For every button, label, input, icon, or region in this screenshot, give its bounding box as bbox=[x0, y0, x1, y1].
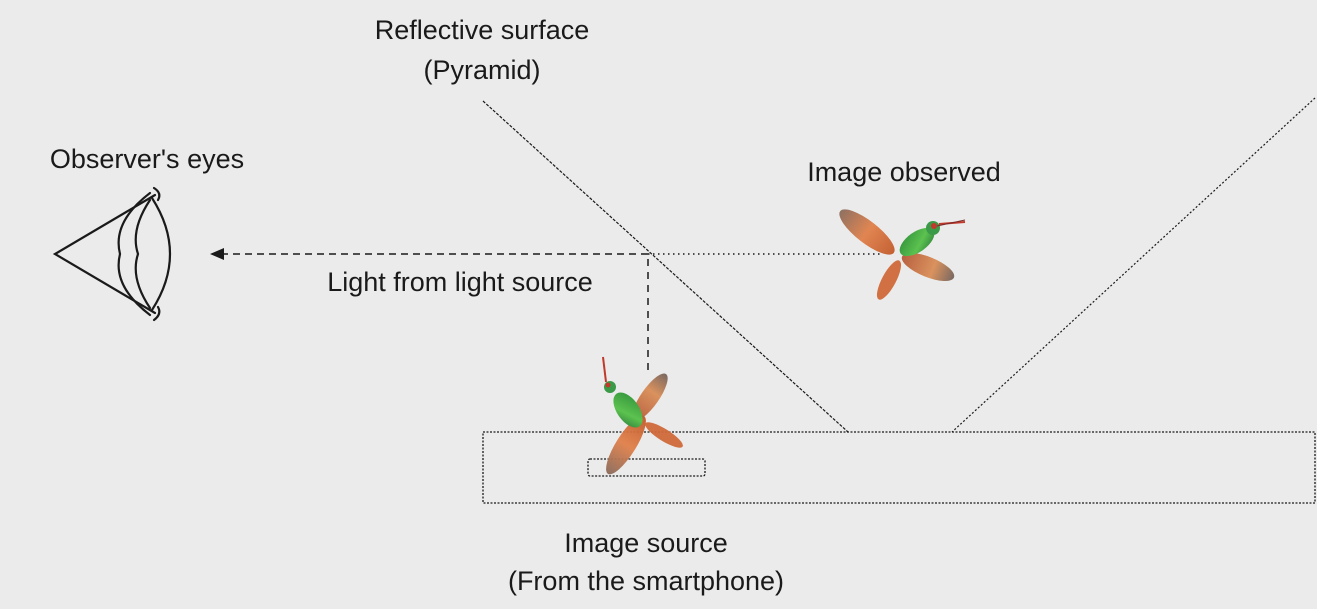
hummingbird-source-icon bbox=[602, 356, 683, 475]
light-path-arrowhead bbox=[210, 248, 224, 260]
phone-screen-rect bbox=[587, 458, 706, 477]
reflective-surface-title: Reflective surface bbox=[375, 15, 590, 45]
eye-icon bbox=[52, 186, 172, 322]
image-source-title: Image source bbox=[564, 528, 728, 558]
light-source-label: Light from light source bbox=[327, 267, 593, 297]
hummingbird-observed-icon bbox=[839, 209, 966, 300]
reflective-surface-subtitle: (Pyramid) bbox=[423, 55, 540, 85]
image-source-subtitle: (From the smartphone) bbox=[508, 566, 784, 596]
observer-eyes-label: Observer's eyes bbox=[50, 144, 244, 174]
pyramid-left-face-line bbox=[482, 100, 849, 433]
image-observed-label: Image observed bbox=[807, 157, 1001, 187]
pyramid-right-face-line bbox=[951, 97, 1316, 433]
